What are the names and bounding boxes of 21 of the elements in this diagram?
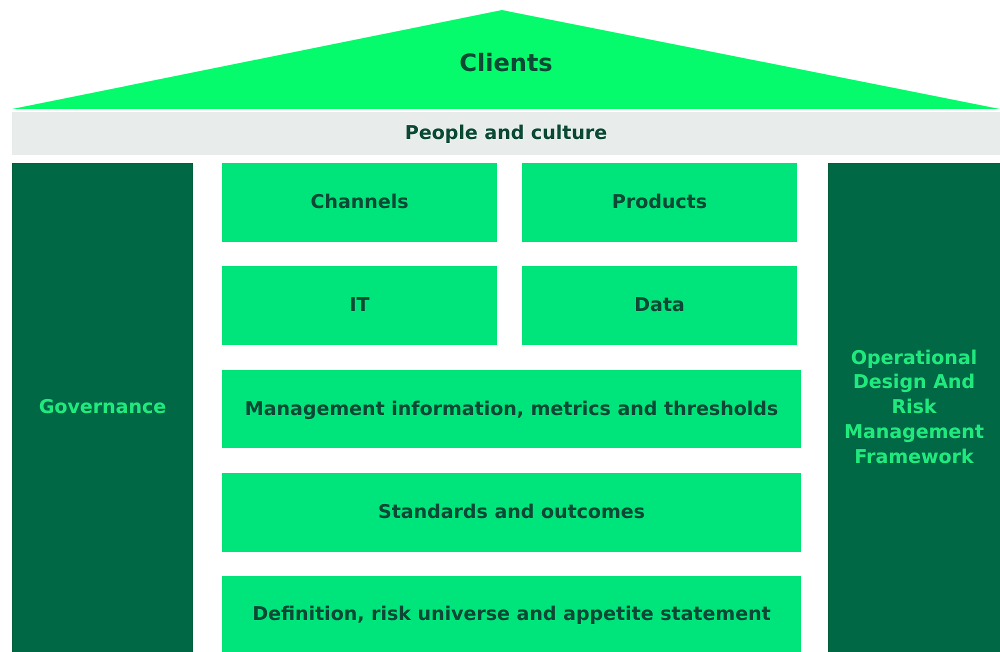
roof-triangle [12, 10, 1000, 109]
node-label: Clients [459, 48, 553, 79]
node-label: Definition, risk universe and appetite statement [252, 602, 771, 626]
block [222, 576, 801, 652]
node-label: People and culture [404, 121, 608, 146]
node-label: Products [612, 190, 708, 215]
block [522, 163, 797, 242]
node-label: Management information, metrics and thresholds [244, 396, 778, 422]
block [222, 370, 801, 448]
pillar [12, 163, 193, 652]
node-label: Standards and outcomes [378, 500, 645, 525]
block [222, 163, 497, 242]
node-label: Operational Design And Risk Management Framework [843, 346, 985, 470]
node-label: Channels [310, 190, 409, 215]
block [522, 266, 797, 345]
node-label: IT [349, 293, 370, 318]
pillar [828, 163, 1000, 652]
block [222, 473, 801, 552]
node-label: Governance [38, 395, 166, 420]
node-label: Data [634, 293, 685, 318]
block [222, 266, 497, 345]
